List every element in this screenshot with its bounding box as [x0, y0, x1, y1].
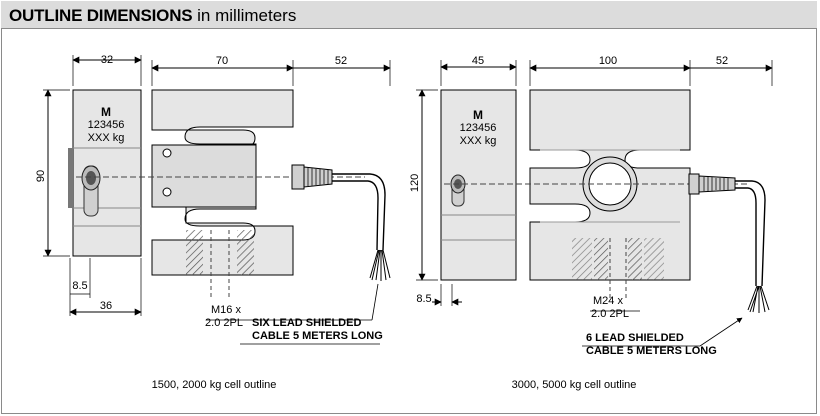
large-cell-drawing — [416, 60, 773, 347]
small-thread-hatch-left — [186, 230, 203, 275]
small-dim-base: 36 — [100, 300, 112, 312]
small-cell-labels: 32 70 52 90 8.5 36 M 123456 XXX kg M16 x… — [35, 54, 383, 391]
large-cable-2: CABLE 5 METERS LONG — [586, 345, 717, 357]
small-dim-cable: 52 — [335, 55, 347, 67]
small-cable-1: SIX LEAD SHIELDED — [252, 317, 361, 329]
small-lead-wires — [369, 249, 391, 281]
small-cable — [332, 173, 386, 251]
small-caption: 1500, 2000 kg cell outline — [152, 379, 277, 391]
large-cell-labels: 45 100 52 120 8.5 M 123456 XXX kg M24 x … — [409, 55, 728, 391]
small-cable-gland — [291, 164, 333, 190]
large-label-serial: 123456 — [460, 122, 497, 134]
large-cable — [735, 180, 766, 287]
header-bar: OUTLINE DIMENSIONS in millimeters — [1, 1, 817, 29]
small-cable-2: CABLE 5 METERS LONG — [252, 330, 383, 342]
large-lead-wires — [747, 285, 770, 313]
small-cell-drawing — [43, 55, 391, 345]
large-thread-1: M24 x — [593, 295, 623, 307]
large-dim-height: 120 — [409, 174, 421, 192]
large-label-capacity: XXX kg — [460, 135, 497, 147]
small-thread-1: M16 x — [211, 304, 241, 316]
large-cable-1: 6 LEAD SHIELDED — [586, 332, 684, 344]
small-label-serial: 123456 — [88, 119, 125, 131]
small-label-capacity: XXX kg — [88, 132, 125, 144]
large-caption: 3000, 5000 kg cell outline — [512, 379, 637, 391]
large-dim-body: 100 — [599, 55, 617, 67]
large-dim-width: 45 — [472, 55, 484, 67]
small-dim-width: 32 — [101, 54, 113, 66]
large-dim-offset: 8.5 — [416, 293, 431, 305]
title-unit: in millimeters — [192, 6, 297, 25]
large-thread-hatch-right — [628, 238, 642, 280]
small-side-bracket — [68, 148, 73, 208]
small-label-m: M — [101, 105, 111, 119]
large-thread-2: 2.0 2PL — [591, 308, 629, 320]
large-side-connector — [450, 174, 466, 207]
small-dim-height: 90 — [35, 170, 47, 182]
large-thread-hatch-left — [594, 238, 608, 280]
small-dim-body: 70 — [216, 55, 228, 67]
title-bold: OUTLINE DIMENSIONS — [9, 6, 193, 25]
small-side-connector — [81, 165, 101, 217]
small-thread-hatch-right — [237, 230, 254, 275]
large-label-m: M — [473, 108, 483, 122]
small-dim-offset: 8.5 — [72, 280, 87, 292]
large-dim-cable: 52 — [716, 55, 728, 67]
page-title: OUTLINE DIMENSIONS in millimeters — [9, 6, 296, 26]
small-thread-2: 2.0 2PL — [205, 317, 243, 329]
large-cable-gland — [688, 173, 736, 195]
